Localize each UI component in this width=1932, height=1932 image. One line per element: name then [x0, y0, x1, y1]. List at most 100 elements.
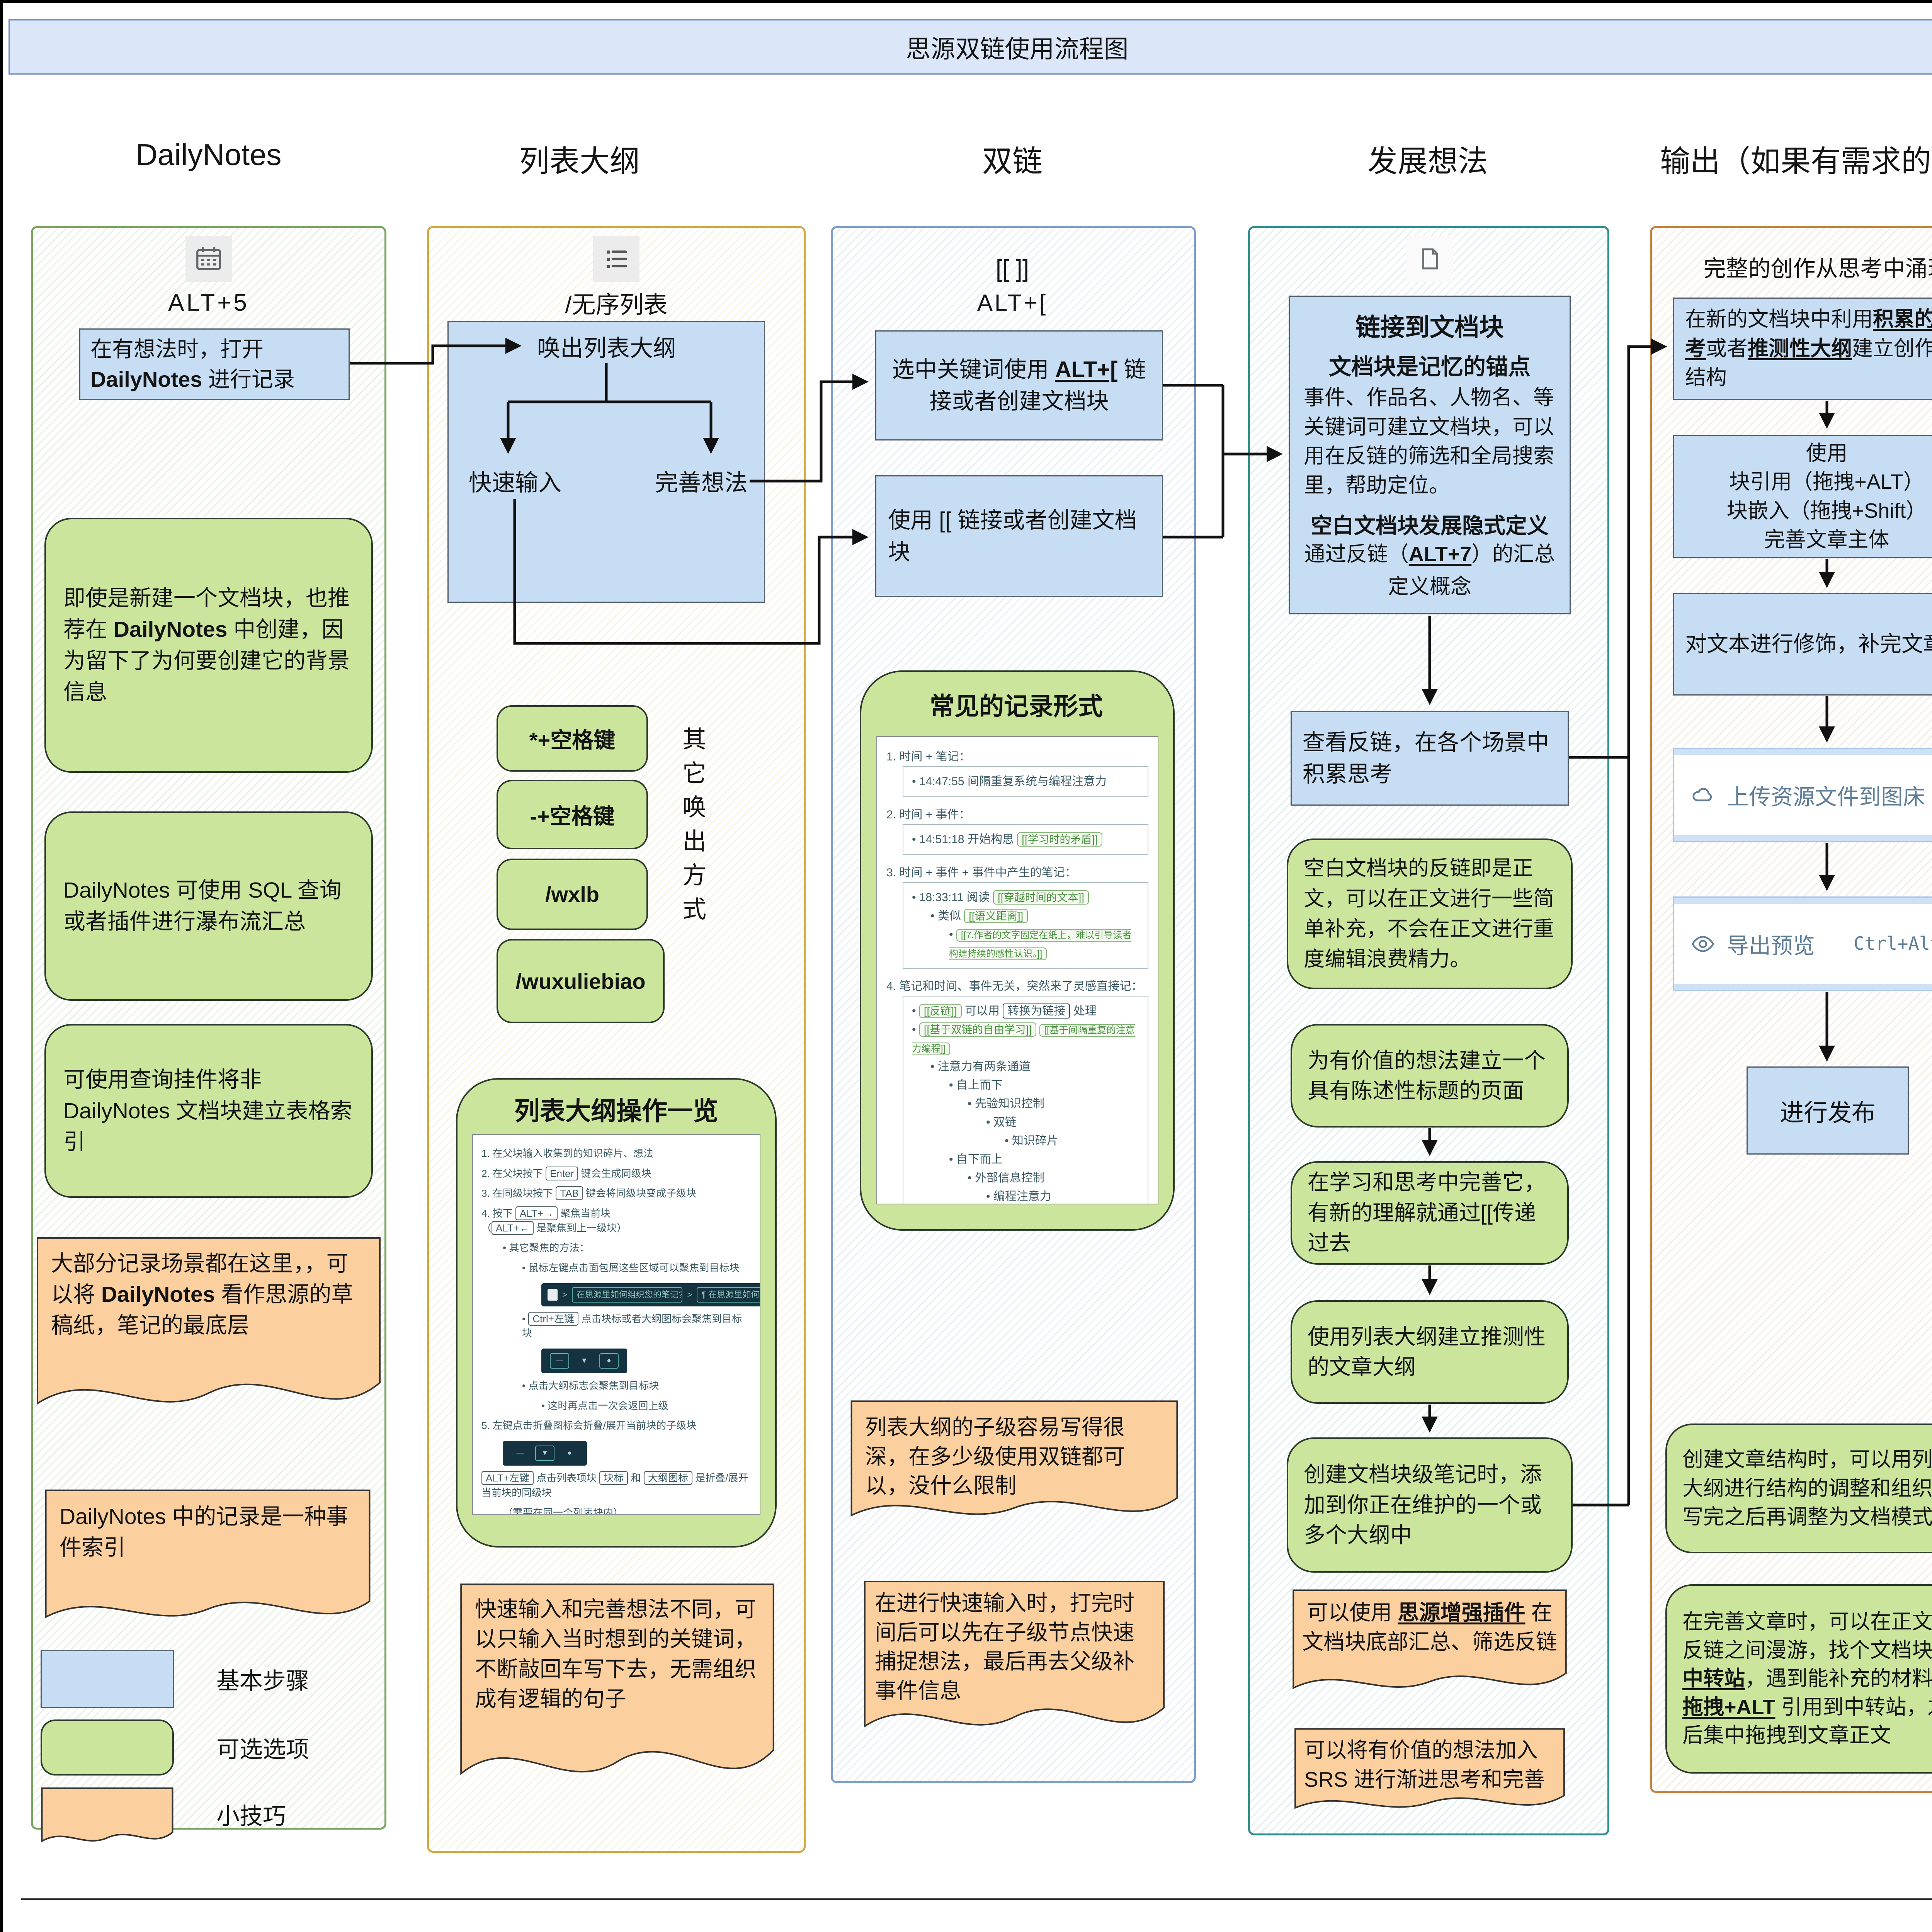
doc-box-sub: 文档块是记忆的锚点: [1328, 354, 1531, 379]
f3-line2: 类似 [[语义距离]]: [930, 907, 1139, 925]
forms-screenshot: 1. 时间 + 笔记： 14:47:55 间隔重复系统与编程注意力 2. 时间 …: [876, 736, 1158, 1204]
outline-icon-chip: 大纲图标: [643, 1471, 692, 1485]
tp-t: 可以使用: [1307, 1600, 1398, 1624]
opt-body-text: 空白文档块的反链即是正文，可以在正文进行一些简单补充，不会在正文进行重度编辑浪费…: [1304, 857, 1554, 971]
op6-t3: 是折叠/展开当前块的同级块: [481, 1472, 748, 1498]
column-header-links: 双链: [982, 144, 1043, 178]
op-6: ALT+左键 点击列表项块 块标 和 大纲图标 是折叠/展开当前块的同级块: [481, 1471, 751, 1500]
option-backlink-body: 空白文档块的反链即是正文，可以在正文进行一些简单补充，不会在正文进行重度编辑浪费…: [1287, 838, 1573, 989]
enter-key-chip: Enter: [546, 1166, 578, 1180]
block-handle-icon: —: [516, 1449, 524, 1458]
view-backlinks-text: 查看反链，在各个场景中积累思考: [1303, 730, 1549, 787]
page-title-banner: 思源双链使用流程图: [9, 19, 1932, 75]
links-shortcut: ALT+[: [977, 289, 1048, 316]
window-top-edge: [0, 0, 1932, 3]
output-subtitle: 完整的创作从思考中涌现: [1703, 256, 1932, 281]
option-query-widget: 可使用查询挂件将非 DailyNotes 文档块建立表格索引: [44, 1024, 373, 1198]
op-4: 4. 按下 ALT+→ 聚焦当前块（ALT+← 是聚焦到上一级块）: [481, 1206, 751, 1235]
breadcrumb-sep: >: [562, 1289, 567, 1299]
f4-tree1: 注意力有两条通道: [930, 1058, 1139, 1076]
use-brackets-text: 使用 [[ 链接或者创建文档块: [888, 508, 1137, 565]
link-doc-block-step: 链接到文档块 文档块是记忆的锚点 事件、作品名、人物名、等关键词可建立文档块，可…: [1289, 296, 1571, 614]
tip-quick-capture-text: 在进行快速输入时，打完时间后可以先在子级节点快速捕捉想法，最后再去父级补事件信息: [875, 1591, 1134, 1703]
tab-key-chip: TAB: [556, 1186, 583, 1201]
tip-draft-text: 大部分记录场景都在这里，，可以将 DailyNotes 看作思源的草稿纸，笔记的…: [34, 1235, 383, 1391]
view-backlinks-step: 查看反链，在各个场景中积累思考: [1291, 711, 1569, 806]
form-3-example: 18:33:11 阅读 [[穿越时间的文本]] 类似 [[语义距离]] [[7.…: [903, 882, 1148, 969]
f4-tree6: 自下而上: [949, 1150, 1139, 1169]
f4-tree3: 先验知识控制: [968, 1095, 1139, 1113]
ss-t: 在新的文档块中利用: [1685, 308, 1873, 331]
op2-t: 2. 在父块按下: [481, 1167, 546, 1179]
opt-adjust-text: 创建文章结构时，可以用列表大纲进行结构的调整和组织，写完之后再调整为文档模式: [1682, 1448, 1932, 1529]
tip-plugin: 可以使用 思源增强插件 在文档块底部汇总、筛选反链: [1291, 1588, 1569, 1716]
list-tile: [593, 236, 639, 282]
op3-t: 3. 在同级块按下: [481, 1187, 556, 1199]
tip-plugin-text: 可以使用 思源增强插件 在文档块底部汇总、筛选反链: [1291, 1588, 1569, 1692]
legend-tip-label: 小技巧: [216, 1803, 286, 1829]
ops-screenshot: 1. 在父块输入收集到的知识碎片、想法 2. 在父块按下 Enter 键会生成同…: [472, 1134, 760, 1515]
bullet-dot-icon: ●: [599, 1353, 619, 1369]
op-4-b4: 这时再点击一次会返回上级: [541, 1399, 751, 1413]
legend-optional-swatch: [41, 1719, 174, 1776]
window-left-edge: [0, 0, 3, 1932]
ref-chip: [[学习时的矛盾]]: [1017, 832, 1102, 847]
f2-t: 14:51:18 开始构思: [919, 833, 1017, 846]
doc-box-p3: 定义概念: [1388, 575, 1471, 598]
tp-t2: 在文档块底部汇总、筛选反链: [1302, 1600, 1558, 1654]
sel-t2: 链接或者创建文档块: [929, 357, 1146, 414]
use-l1: 使用: [1806, 441, 1848, 465]
forms-title: 常见的记录形式: [930, 692, 1103, 720]
doc-mini-icon: [548, 1289, 558, 1301]
breadcrumb-doc-chip: 在思源里如何组织您的笔记?: [571, 1287, 683, 1303]
ref-chip: [[基于双链的自由学习]]: [919, 1022, 1036, 1037]
form-2-head: 2. 时间 + 事件：: [886, 808, 971, 821]
build-structure-step: 在新的文档块中利用积累的思考或者推测性大纲建立创作的结构: [1673, 298, 1932, 400]
tip-draft-bold: DailyNotes: [101, 1282, 215, 1307]
option-adjust-structure: 创建文章结构时，可以用列表大纲进行结构的调整和组织，写完之后再调整为文档模式: [1665, 1423, 1932, 1553]
legend-tip-swatch: [41, 1787, 174, 1855]
ctrl-click-chip: Ctrl+左键: [528, 1311, 578, 1326]
opt-widget-text: 可使用查询挂件将非 DailyNotes 文档块建立表格索引: [63, 1067, 352, 1155]
flow-left-label: 快速输入: [469, 469, 561, 496]
tip-quick-capture: 在进行快速输入时，打完时间后可以先在子级节点快速捕捉想法，最后再去父级补事件信息: [862, 1578, 1167, 1763]
collapse-triangle-icon: ▼: [580, 1357, 588, 1365]
tip-event-index: DailyNotes 中的记录是一种事件索引: [43, 1488, 373, 1646]
opt-addnote-text: 创建文档块级笔记时，添加到你正在维护的一个或多个大纲中: [1304, 1462, 1542, 1548]
form-2-example: 14:51:18 开始构思 [[学习时的矛盾]]: [903, 824, 1148, 855]
export-preview-shortcut: Ctrl+Alt+9: [1854, 933, 1932, 954]
f3-line3: [[7.作者的文字固定在纸上，难以引导读者构建持续的感性认识。]]: [949, 925, 1139, 963]
publish-step: 进行发布: [1747, 1066, 1909, 1155]
alt7-key: ALT+7: [1408, 543, 1472, 566]
option-create-in-dailynotes: 即使是新建一个文档块，也推荐在 DailyNotes 中创建，因为留下了为何要创…: [44, 518, 373, 773]
block-icons-screenshot-1: —▼●: [541, 1346, 751, 1374]
option-add-to-outline: 创建文档块级笔记时，添加到你正在维护的一个或多个大纲中: [1287, 1437, 1573, 1573]
outline-flow-box: [447, 321, 765, 603]
f3-t2: 类似: [937, 910, 964, 922]
op-4-sub: 其它聚焦的方法：: [503, 1241, 751, 1255]
tip-depth: 列表大纲的子级容易写得很深，在多少级使用双链都可以，没什么限制: [848, 1399, 1180, 1548]
f4-t: 可以用: [961, 1005, 1003, 1017]
page-title: 思源双链使用流程图: [906, 35, 1129, 63]
invoke-chip-dash-space: -+空格键: [497, 780, 648, 849]
op3-t2: 键会将同级块变成子级块: [583, 1187, 697, 1199]
doc-box-title: 链接到文档块: [1355, 313, 1504, 341]
ops-title: 列表大纲操作一览: [514, 1097, 718, 1125]
option-declarative-page: 为有价值的想法建立一个具有陈述性标题的页面: [1291, 1024, 1569, 1128]
form-1-head: 1. 时间 + 笔记：: [886, 750, 971, 763]
column-header-output: 输出（如果有需求的话）: [1660, 144, 1932, 178]
column-header-ideas: 发展想法: [1367, 144, 1488, 178]
open-note-text: 在有想法时，打开: [90, 337, 264, 362]
doc-box-sub2: 空白文档块发展隐式定义: [1311, 514, 1549, 538]
opt-sql-text: DailyNotes 可使用 SQL 查询或者插件进行瀑布流汇总: [63, 878, 342, 934]
tip-srs-text: 可以将有价值的想法加入 SRS 进行渐进思考和完善: [1304, 1738, 1545, 1791]
invoke-chip-star-space: *+空格键: [497, 705, 648, 772]
ref-chip: [[反链]]: [919, 1004, 962, 1018]
plugin-name: 思源增强插件: [1398, 1600, 1526, 1624]
unordered-list-icon: [607, 250, 627, 268]
upload-assets-label: 上传资源文件到图床: [1727, 784, 1925, 810]
op-6-note: （需要在同一个列表块内）: [503, 1507, 624, 1515]
use-l4: 完善文章主体: [1764, 528, 1889, 551]
opt-page-text: 为有价值的想法建立一个具有陈述性标题的页面: [1308, 1048, 1546, 1103]
block-marker-chip: 块标: [599, 1471, 628, 1485]
